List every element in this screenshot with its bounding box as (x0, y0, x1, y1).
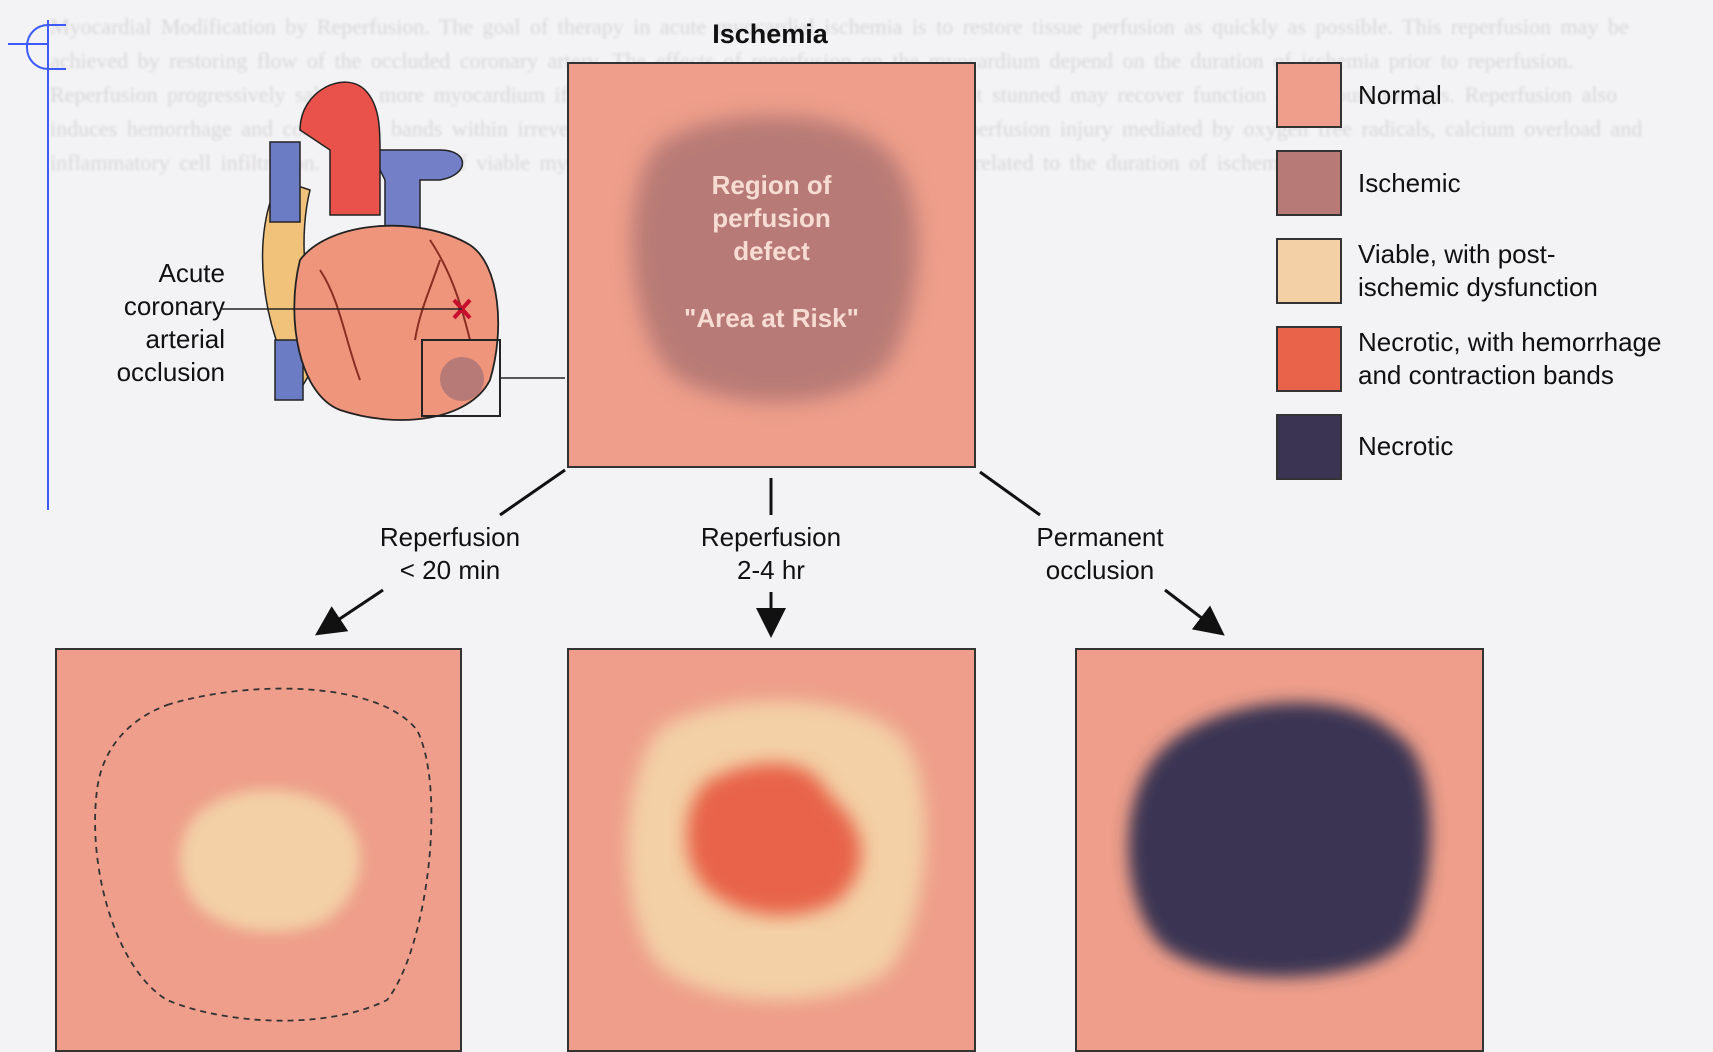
pulmonary-artery (370, 150, 463, 235)
branch-label-reperfusion-short: Reperfusion < 20 min (355, 521, 545, 587)
heart-inset-region (440, 357, 484, 401)
vena-cava-upper (270, 142, 300, 222)
aorta (300, 82, 380, 215)
legend-swatch-normal (1276, 62, 1342, 128)
occlusion-label: Acute coronary arterial occlusion (90, 257, 225, 389)
branch-left-arrow (320, 590, 383, 632)
ischemia-panel: Region of perfusion defect "Area at Risk… (567, 62, 976, 468)
outcome-panel-permanent (1075, 648, 1484, 1052)
legend-label-ischemic: Ischemic (1358, 167, 1461, 200)
area-at-risk-label: "Area at Risk" (639, 302, 904, 335)
viable-region-small (180, 790, 360, 932)
outcome-panel-reperfusion-long (567, 648, 976, 1052)
branch-label-reperfusion-long: Reperfusion 2-4 hr (676, 521, 866, 587)
legend-label-necrotic: Necrotic (1358, 430, 1453, 463)
branch-right-line-top (980, 472, 1040, 515)
legend-label-normal: Normal (1358, 79, 1442, 112)
branch-label-permanent: Permanent occlusion (1005, 521, 1195, 587)
necrotic-region (1129, 703, 1431, 978)
outcome-panel-reperfusion-short (55, 648, 462, 1052)
legend-label-hemorrhage: Necrotic, with hemorrhage and contractio… (1358, 326, 1661, 392)
legend-swatch-viable (1276, 238, 1342, 304)
legend-swatch-hemorrhage (1276, 326, 1342, 392)
region-label: Region of perfusion defect (659, 169, 884, 268)
legend-swatch-ischemic (1276, 150, 1342, 216)
branch-right-arrow (1165, 590, 1220, 632)
legend-swatch-necrotic (1276, 414, 1342, 480)
legend-label-viable: Viable, with post- ischemic dysfunction (1358, 238, 1598, 304)
branch-left-line-top (500, 470, 565, 515)
